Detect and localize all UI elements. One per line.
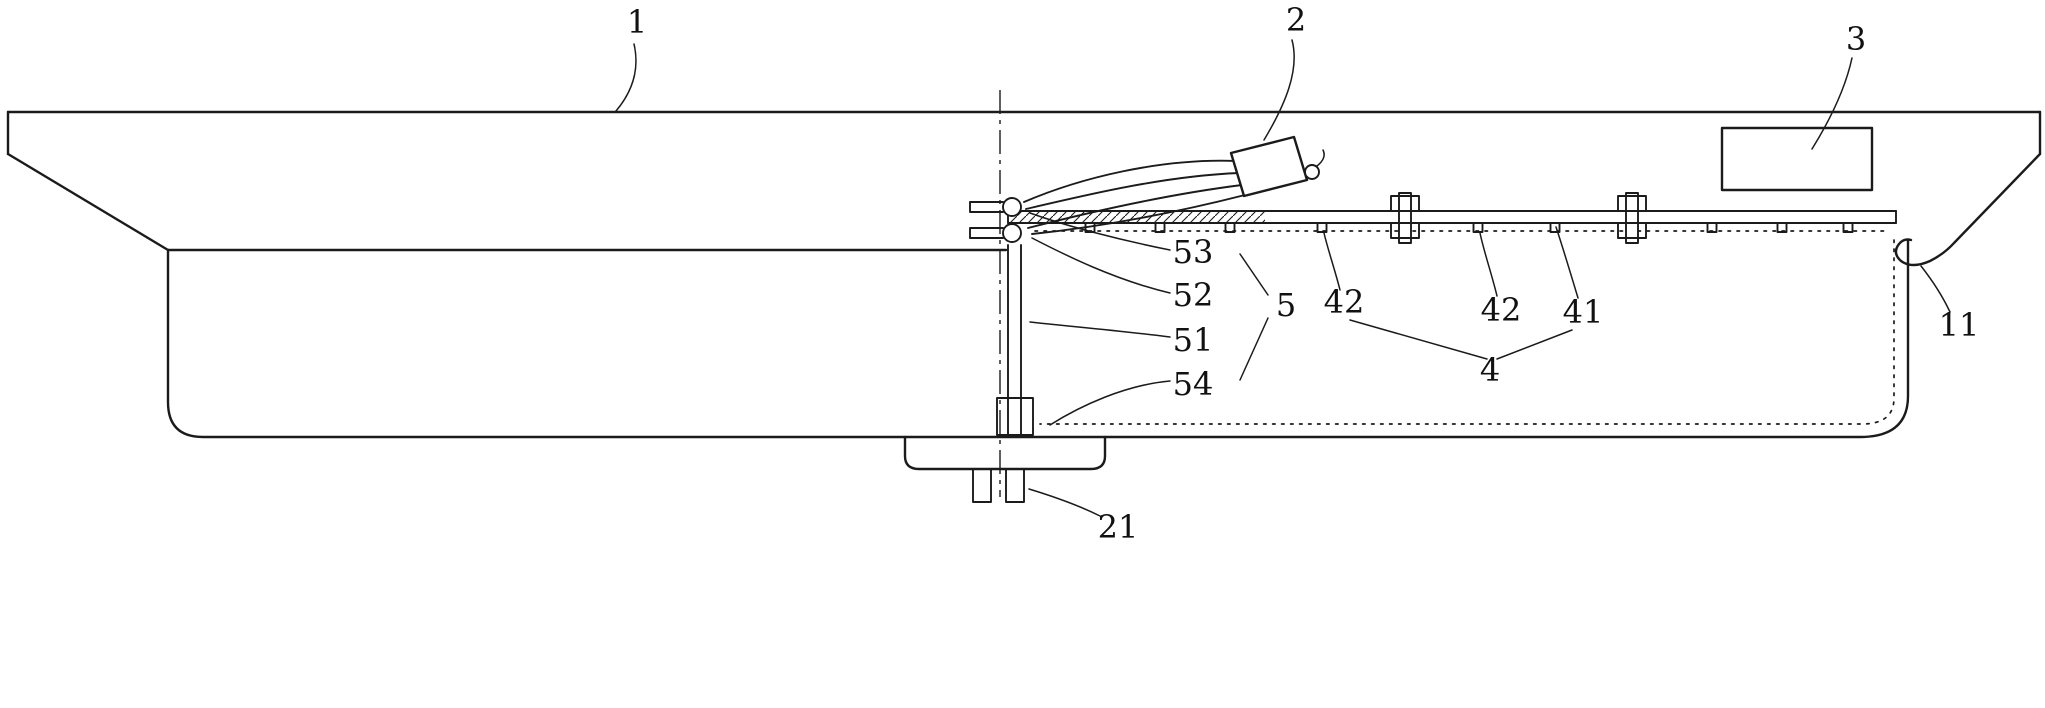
leader-53 [1029,212,1171,251]
spacer-tick [1224,222,1236,233]
mount-pin-right [1005,468,1025,503]
leader-5-upper [1239,253,1269,296]
bolt-clamp-right [1617,192,1647,244]
reference-labels: 1 2 3 11 21 4 41 42 42 5 51 52 53 54 [627,1,1980,546]
leader-3 [1811,57,1853,150]
fixing-plate [1007,210,1897,233]
right-slant-hook [1894,152,2042,267]
lower-terminal-stem [969,227,1004,239]
leader-42-left [1323,232,1341,291]
leader-1 [615,43,637,112]
ref-label-2: 2 [1286,1,1306,39]
mount-pin-left [972,468,992,503]
ref-label-5: 5 [1276,286,1296,324]
leader-5-lower [1239,317,1269,381]
tub-outline [166,238,1910,439]
inner-liner-hidden [1039,239,1895,425]
upper-terminal-stem [969,201,1004,213]
control-box [1720,126,1874,192]
main-body-outline [6,110,2042,439]
leader-21 [1028,488,1101,517]
lower-terminal [1002,223,1022,243]
bolt-nut-top [1390,195,1420,212]
spacer-tick [1776,222,1788,233]
leader-52 [1031,237,1171,294]
bottom-mount [903,435,1107,503]
upper-terminal [1002,197,1022,217]
ref-label-53: 53 [1173,233,1214,271]
ref-label-21: 21 [1098,508,1139,546]
motor-lug [1304,164,1320,180]
leader-51 [1029,321,1171,338]
motor-body [1229,135,1309,198]
leader-4-left [1349,319,1488,360]
mount-plate [903,435,1107,471]
bolt-shaft [1398,192,1412,244]
ref-label-1: 1 [627,3,647,41]
bolt-nut-bottom [1617,222,1647,239]
leader-41 [1555,226,1579,299]
seal-block [996,397,1034,436]
ref-label-11: 11 [1939,306,1980,344]
ref-label-4: 4 [1480,351,1500,389]
ref-label-52: 52 [1173,276,1214,314]
spacer-tick [1472,222,1484,233]
ref-label-51: 51 [1173,321,1214,359]
leader-4-right [1496,329,1573,360]
bolt-nut-bottom [1390,222,1420,239]
leader-11 [1920,265,1951,313]
spacer-tick [1706,222,1718,233]
leader-42-right [1479,232,1498,297]
terminal-posts [969,197,1022,243]
spacer-tick [1842,222,1854,233]
bolt-clamp-left [1390,192,1420,244]
left-slant [6,152,170,252]
ref-label-3: 3 [1846,20,1866,58]
leader-54 [1049,380,1171,426]
bolt-nut-top [1617,195,1647,212]
ref-label-41: 41 [1563,293,1604,331]
wire [1023,159,1238,203]
motor-lug-hook [1316,149,1325,167]
leader-2 [1263,39,1295,141]
control-box-outline [1720,126,1874,192]
hidden-inner-wall [1039,239,1895,425]
ref-label-42-right: 42 [1481,291,1522,329]
spacer-tick [1549,222,1561,233]
wire [1031,194,1246,235]
bolt-shaft [1625,192,1639,244]
vibration-motor [1023,135,1325,235]
leader-lines [615,39,1951,517]
wire [1025,172,1240,210]
spacer-tick [1316,222,1328,233]
ref-label-42-left: 42 [1324,283,1365,321]
ref-label-54: 54 [1173,365,1214,403]
spacer-tick [1154,222,1166,233]
partition-wall [996,244,1034,436]
plate-section-hatch [1009,212,1265,222]
